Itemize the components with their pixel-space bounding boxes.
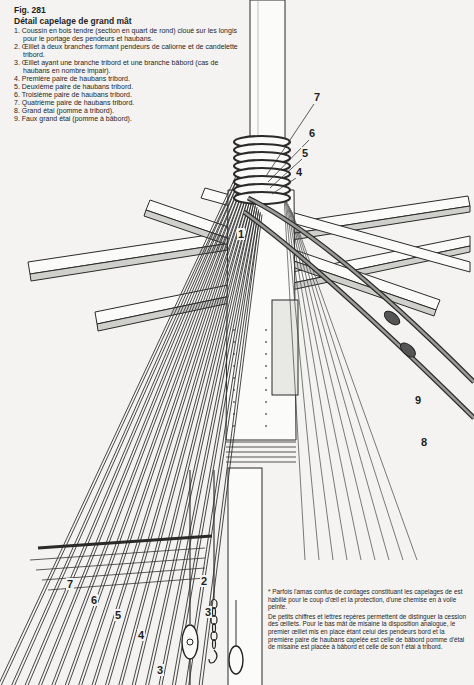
callout-number: 6 bbox=[90, 594, 98, 606]
legend-entry: 5. Deuxième paire de haubans tribord. bbox=[14, 83, 240, 91]
callout-number: 6 bbox=[308, 127, 316, 139]
footnote-text: * Parfois l'amas confus de cordages cons… bbox=[268, 588, 470, 611]
callout-number: 5 bbox=[114, 609, 122, 621]
legend-entry: 7. Quatrième paire de haubans tribord. bbox=[14, 99, 240, 107]
callout-number: 7 bbox=[313, 91, 321, 103]
callout-number: 2 bbox=[200, 575, 208, 587]
callout-number: 4 bbox=[137, 629, 145, 641]
legend-entry: 9. Faux grand étai (pomme à bâbord). bbox=[14, 115, 240, 123]
callout-number: 7 bbox=[66, 578, 74, 590]
legend-entry: 4. Première paire de haubans tribord. bbox=[14, 75, 240, 83]
callout-number: 8 bbox=[420, 436, 428, 448]
footnote: * Parfois l'amas confus de cordages cons… bbox=[268, 588, 470, 653]
callout-number: 3 bbox=[204, 606, 212, 618]
callout-number: 1 bbox=[237, 228, 245, 240]
legend-entry: 2. Œillet à deux branches formant pendeu… bbox=[14, 43, 240, 59]
legend-entry: 3. Œillet ayant une branche tribord et u… bbox=[14, 59, 240, 75]
callout-number: 5 bbox=[301, 147, 309, 159]
legend-entry: 8. Grand étai (pomme à tribord). bbox=[14, 107, 240, 115]
figure-title: Détail capelage de grand mât bbox=[14, 16, 132, 26]
callout-number: 9 bbox=[414, 394, 422, 406]
callout-number: 4 bbox=[295, 166, 303, 178]
legend-list: 1. Coussin en bois tendre (section en qu… bbox=[14, 27, 240, 123]
callout-number: 3 bbox=[156, 664, 164, 676]
legend-entry: 1. Coussin en bois tendre (section en qu… bbox=[14, 27, 240, 43]
footnote-text: De petits chiffres et lettres repères pe… bbox=[268, 613, 470, 651]
legend-entry: 6. Troisième paire de haubans tribord. bbox=[14, 91, 240, 99]
figure-number: Fig. 281 bbox=[14, 5, 46, 15]
